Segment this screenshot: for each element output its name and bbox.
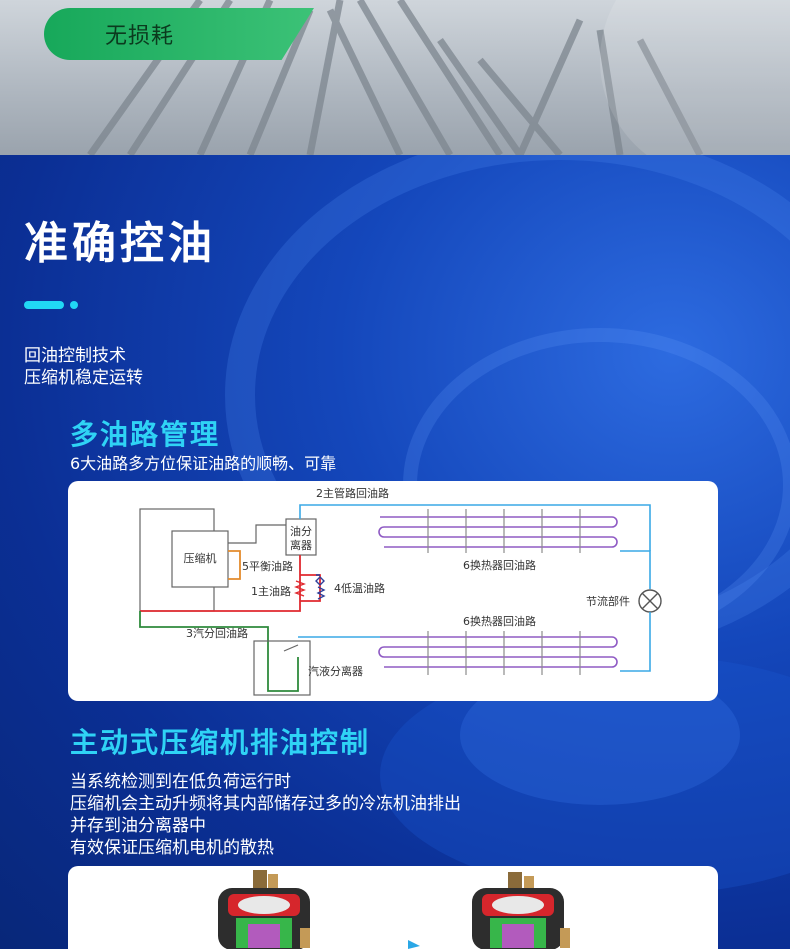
oil-separator-box (285, 518, 317, 556)
section-title: 准确控油 (24, 218, 216, 269)
separator-label-1: 油分 (290, 524, 312, 538)
title-underline-dot (70, 301, 78, 309)
oil-circuit-diagram: 压缩机 油分 离器 5平衡油路 1主油路 4低温油路 2主管路回油路 (139, 486, 662, 696)
top-heat-exchanger-coil (378, 516, 618, 548)
compressor-illustration-card (68, 866, 718, 949)
multi-oil-heading: 多油路管理 (70, 418, 221, 451)
compressor-label: 压缩机 (184, 551, 217, 565)
main-return-label: 2主管路回油路 (316, 486, 389, 500)
gas-liquid-separator-box (253, 640, 311, 696)
bottom-heat-exchanger-coil (378, 636, 618, 668)
hx-top-label: 6换热器回油路 (463, 558, 536, 572)
main-return-line (299, 504, 651, 551)
hero-badge (44, 8, 314, 60)
capillary-icon (294, 580, 306, 597)
active-control-line-3: 并存到油分离器中 (70, 816, 206, 836)
throttle-label: 节流部件 (586, 594, 630, 608)
balance-label: 5平衡油路 (242, 559, 293, 573)
separator-label-2: 离器 (290, 538, 312, 552)
oil-circuit-diagram-card: 压缩机 油分 离器 5平衡油路 1主油路 4低温油路 2主管路回油路 (68, 481, 718, 701)
active-control-line-4: 有效保证压缩机电机的散热 (70, 838, 274, 858)
intro-line-1: 回油控制技术 (24, 346, 126, 366)
compressor-right-image (472, 872, 570, 949)
balance-oil-line (228, 550, 241, 580)
oil-control-section: 准确控油 回油控制技术 压缩机稳定运转 多油路管理 6大油路多方位保证油路的顺畅… (0, 155, 790, 949)
main-oil-line (140, 555, 301, 612)
bridge-cables-image (87, 0, 790, 155)
intro-line-2: 压缩机稳定运转 (24, 368, 143, 388)
arrow-icon (408, 940, 420, 949)
top-coil-fins (427, 509, 581, 553)
vapor-return-label: 3汽分回油路 (186, 626, 248, 640)
vapor-return-line (139, 611, 299, 692)
active-control-line-1: 当系统检测到在低负荷运行时 (70, 772, 291, 792)
gas-liquid-label: 汽液分离器 (308, 664, 363, 678)
compressor-left-image (218, 870, 310, 949)
compressor-box (171, 530, 229, 588)
hx-bottom-label: 6换热器回油路 (463, 614, 536, 628)
multi-oil-subtitle: 6大油路多方位保证油路的顺畅、可靠 (70, 454, 337, 473)
low-temp-label: 4低温油路 (334, 581, 385, 595)
title-underline-dash (24, 301, 64, 309)
low-temp-valve-icon (315, 576, 325, 586)
bottom-coil-fins (427, 631, 581, 675)
hero-badge-label: 无损耗 (105, 24, 175, 49)
hero-banner: 无损耗 (0, 0, 790, 155)
active-control-line-2: 压缩机会主动升频将其内部储存过多的冷冻机油排出 (70, 794, 461, 814)
active-control-heading: 主动式压缩机排油控制 (70, 726, 371, 759)
main-oil-label: 1主油路 (251, 584, 291, 598)
compressor-illustration (218, 870, 570, 949)
